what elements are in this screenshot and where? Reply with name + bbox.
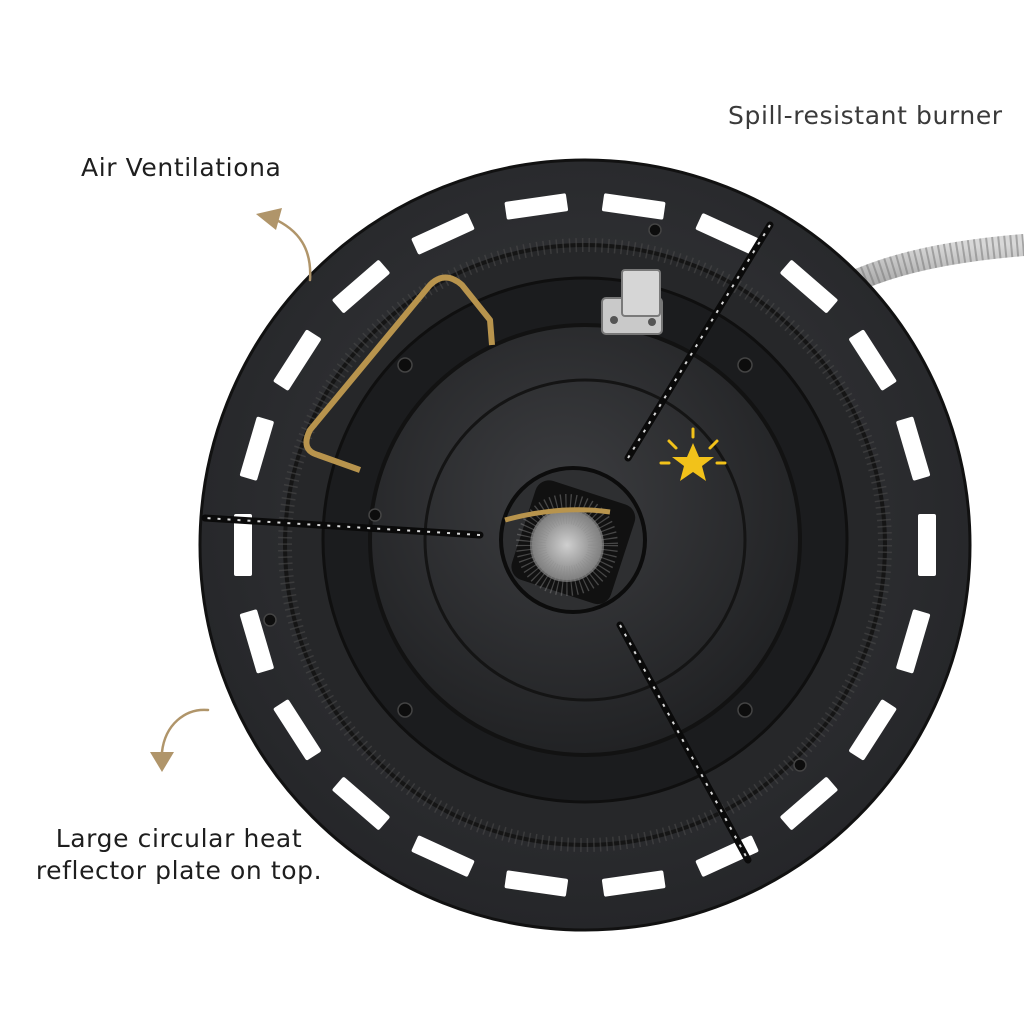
screws <box>263 223 807 772</box>
curved-arrow-icon <box>150 708 210 772</box>
ventilation-slot <box>239 416 274 481</box>
ventilation-slot <box>896 609 931 674</box>
ventilation-slot <box>504 193 569 220</box>
ventilation-slot <box>780 777 838 830</box>
ventilation-slot <box>504 870 569 897</box>
reflector-plate-label: Large circular heat reflector plate on t… <box>24 823 334 887</box>
air-ventilation-label: Air Ventilationa <box>81 153 282 182</box>
ventilation-slot <box>411 213 475 255</box>
igniter-bracket <box>601 269 663 335</box>
ventilation-slot <box>849 699 897 761</box>
ventilation-slot <box>695 213 759 255</box>
ventilation-slot <box>601 870 666 897</box>
ventilation-slots <box>234 193 936 897</box>
ventilation-slot <box>849 329 897 391</box>
ventilation-slot <box>918 514 936 576</box>
ventilation-slot <box>273 699 321 761</box>
ventilation-slot <box>234 514 252 576</box>
ventilation-slot <box>896 416 931 481</box>
ventilation-slot <box>411 835 475 877</box>
ventilation-slot <box>332 260 390 313</box>
brass-wire-handle <box>303 274 495 473</box>
ventilation-slot <box>239 609 274 674</box>
spill-resistant-label: Spill-resistant burner <box>728 101 1003 130</box>
ventilation-slot <box>780 260 838 313</box>
ventilation-slot <box>273 329 321 391</box>
curved-arrow-icon <box>256 208 312 282</box>
sparkle-star-icon <box>659 427 727 481</box>
ventilation-slot <box>601 193 666 220</box>
reflector-label-line1: Large circular heat <box>55 824 303 853</box>
reflector-label-line2: reflector plate on top. <box>35 856 323 885</box>
ventilation-slot <box>332 777 390 830</box>
